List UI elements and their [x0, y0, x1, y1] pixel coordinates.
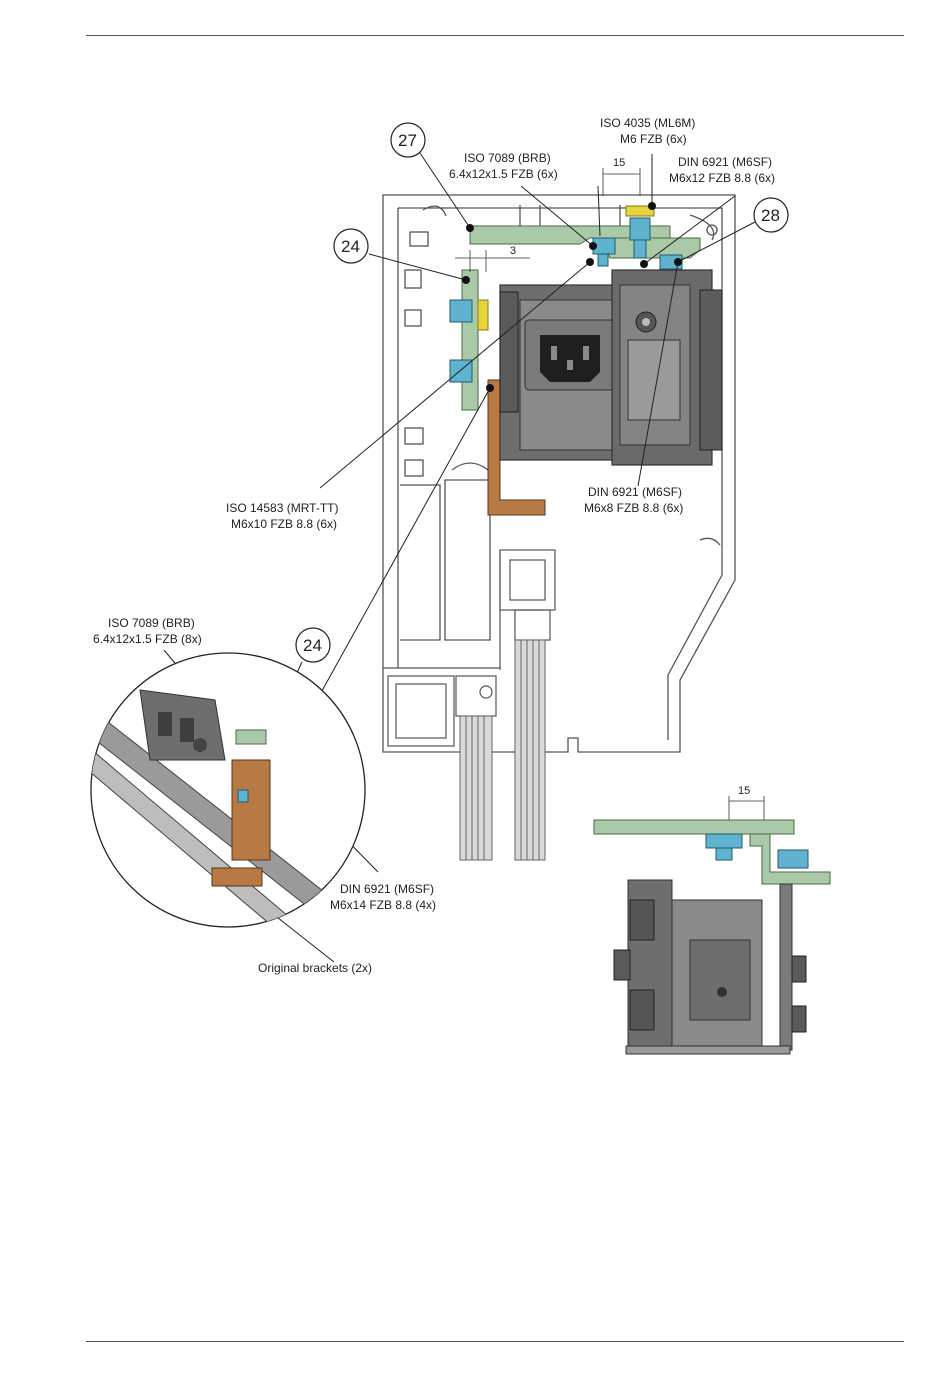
callout-24-detail: 24 [296, 628, 330, 662]
svg-text:28: 28 [761, 206, 780, 225]
label-original-brackets: Original brackets (2x) [258, 961, 372, 975]
svg-text:M6x10 FZB 8.8 (6x): M6x10 FZB 8.8 (6x) [231, 517, 337, 531]
side-bracket [462, 270, 488, 410]
detail-view-circle [70, 653, 365, 975]
label-iso7089-top: ISO 7089 (BRB) 6.4x12x1.5 FZB (6x) [449, 151, 558, 181]
dimension-top-15 [603, 168, 640, 196]
inset-dimension-15-value: 15 [738, 785, 750, 797]
inset-detail: 15 [594, 785, 830, 1054]
dimension-gap-3-value: 3 [510, 245, 516, 257]
svg-text:6.4x12x1.5 FZB (6x): 6.4x12x1.5 FZB (6x) [449, 167, 558, 181]
svg-text:M6x8 FZB 8.8 (6x): M6x8 FZB 8.8 (6x) [584, 501, 683, 515]
svg-text:DIN 6921 (M6SF): DIN 6921 (M6SF) [678, 155, 772, 169]
svg-text:ISO 7089 (BRB): ISO 7089 (BRB) [464, 151, 551, 165]
label-iso7089-detail: ISO 7089 (BRB) 6.4x12x1.5 FZB (8x) [93, 616, 202, 646]
label-iso4035: ISO 4035 (ML6M) M6 FZB (6x) [600, 116, 695, 146]
label-din6921-mid: DIN 6921 (M6SF) M6x8 FZB 8.8 (6x) [584, 485, 683, 515]
svg-text:M6 FZB (6x): M6 FZB (6x) [620, 132, 687, 146]
socket-housing [500, 270, 722, 465]
label-din6921-detail: DIN 6921 (M6SF) M6x14 FZB 8.8 (4x) [330, 882, 436, 912]
dimension-gap-3 [455, 250, 530, 272]
callout-28: 28 [754, 198, 788, 232]
top-bracket [470, 226, 700, 258]
callout-27: 27 [391, 123, 425, 157]
svg-text:24: 24 [341, 237, 360, 256]
label-iso14583: ISO 14583 (MRT-TT) M6x10 FZB 8.8 (6x) [226, 501, 338, 531]
svg-text:ISO 7089 (BRB): ISO 7089 (BRB) [108, 616, 195, 630]
svg-text:27: 27 [398, 131, 417, 150]
svg-text:24: 24 [303, 636, 322, 655]
label-din6921-top: DIN 6921 (M6SF) M6x12 FZB 8.8 (6x) [669, 155, 775, 185]
dimension-top-15-value: 15 [613, 157, 625, 169]
svg-text:6.4x12x1.5 FZB (8x): 6.4x12x1.5 FZB (8x) [93, 632, 202, 646]
svg-text:DIN 6921 (M6SF): DIN 6921 (M6SF) [340, 882, 434, 896]
svg-text:M6x14 FZB 8.8 (4x): M6x14 FZB 8.8 (4x) [330, 898, 436, 912]
svg-text:ISO 14583 (MRT-TT): ISO 14583 (MRT-TT) [226, 501, 338, 515]
callout-24-top: 24 [334, 229, 368, 263]
svg-text:ISO 4035 (ML6M): ISO 4035 (ML6M) [600, 116, 695, 130]
glass-panes [460, 640, 545, 860]
svg-text:DIN 6921 (M6SF): DIN 6921 (M6SF) [588, 485, 682, 499]
svg-text:M6x12 FZB 8.8 (6x): M6x12 FZB 8.8 (6x) [669, 171, 775, 185]
